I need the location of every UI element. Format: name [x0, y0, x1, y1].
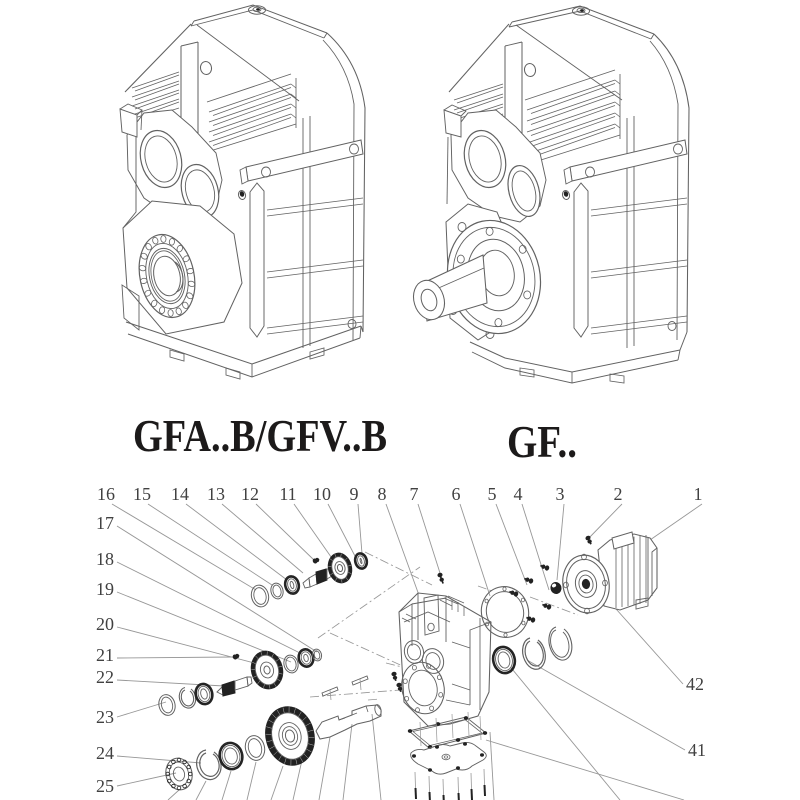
svg-text:6: 6 — [452, 484, 461, 504]
svg-text:23: 23 — [96, 707, 114, 727]
svg-text:15: 15 — [133, 484, 151, 504]
svg-text:8: 8 — [378, 484, 387, 504]
svg-text:16: 16 — [97, 484, 115, 504]
svg-text:12: 12 — [241, 484, 259, 504]
svg-text:11: 11 — [279, 484, 296, 504]
svg-text:2: 2 — [614, 484, 623, 504]
svg-text:14: 14 — [171, 484, 189, 504]
svg-text:25: 25 — [96, 776, 114, 796]
svg-text:18: 18 — [96, 549, 114, 569]
svg-text:42: 42 — [686, 674, 704, 694]
svg-text:7: 7 — [410, 484, 419, 504]
svg-text:5: 5 — [488, 484, 497, 504]
svg-text:21: 21 — [96, 645, 114, 665]
svg-text:4: 4 — [514, 484, 523, 504]
svg-text:24: 24 — [96, 743, 114, 763]
svg-text:GFA..B/GFV..B: GFA..B/GFV..B — [133, 411, 387, 461]
svg-text:9: 9 — [350, 484, 359, 504]
svg-text:3: 3 — [556, 484, 565, 504]
svg-text:GF..: GF.. — [507, 416, 577, 467]
svg-text:13: 13 — [207, 484, 225, 504]
svg-text:20: 20 — [96, 614, 114, 634]
svg-text:1: 1 — [694, 484, 703, 504]
svg-text:17: 17 — [96, 513, 114, 533]
svg-text:10: 10 — [313, 484, 331, 504]
svg-text:41: 41 — [688, 740, 706, 760]
svg-text:19: 19 — [96, 579, 114, 599]
svg-text:22: 22 — [96, 667, 114, 687]
